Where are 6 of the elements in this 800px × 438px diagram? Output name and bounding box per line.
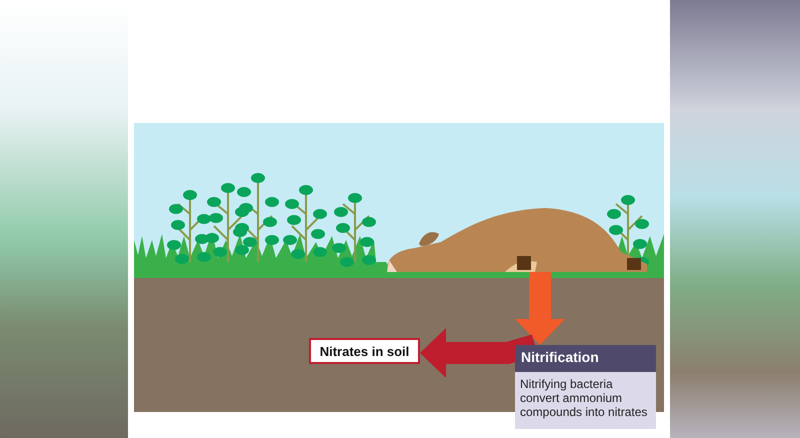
info-panel [515,345,656,429]
panel-text: Nitrifying bacteria convert ammonium compounds into nitrates [519,376,648,421]
panel-heading: Nitrification [515,345,656,372]
arrow [515,272,565,345]
dead-animal-drawing [385,208,650,272]
soil-label: Nitrates in soil [309,338,420,364]
